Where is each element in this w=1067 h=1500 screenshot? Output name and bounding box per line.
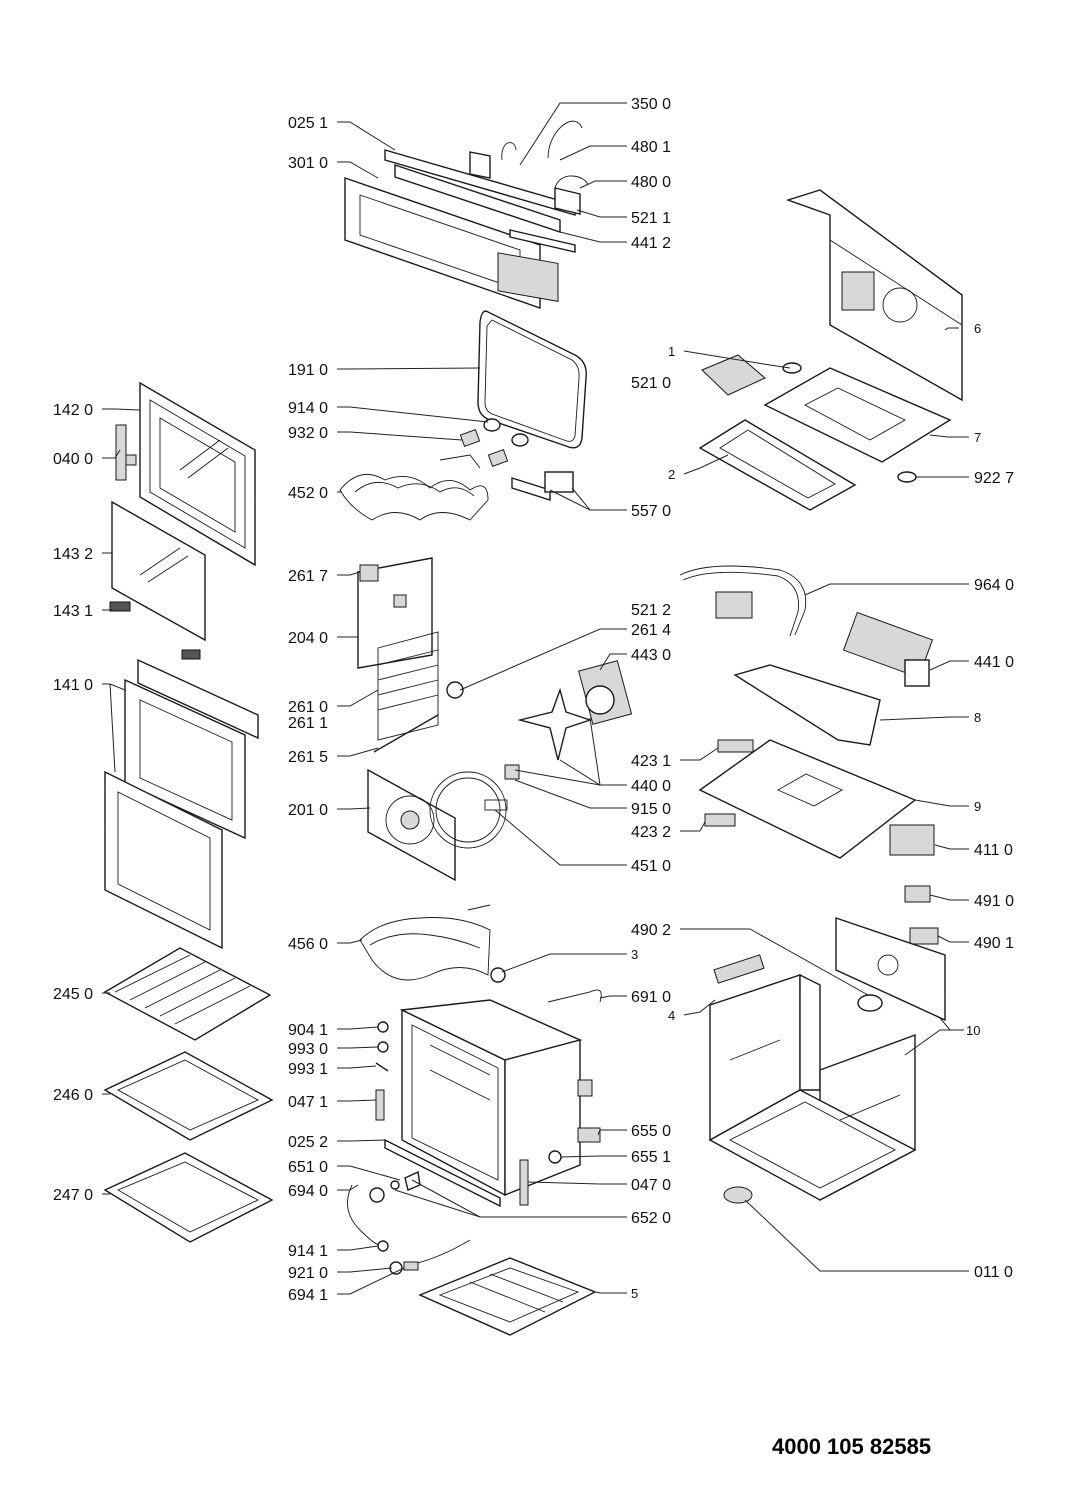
callout-915-0: 915 0 [631, 801, 671, 818]
wire-shelf-drawing [103, 947, 272, 1041]
callout-652-0: 652 0 [631, 1210, 671, 1227]
callout-4: 4 [668, 1008, 675, 1023]
sensor-bracket-drawing [511, 471, 574, 501]
callout-440-0: 440 0 [631, 778, 671, 795]
control-panel-drawing [344, 120, 589, 309]
callout-441-2: 441 2 [631, 235, 671, 252]
callout-521-1: 521 1 [631, 210, 671, 227]
deep-tray-drawing [103, 1152, 274, 1243]
callout-7: 7 [974, 430, 981, 445]
control-board-drawing [698, 354, 952, 511]
callout-521-0: 521 0 [631, 375, 671, 392]
callout-047-0: 047 0 [631, 1177, 671, 1194]
oven-cavity-drawing [375, 999, 593, 1208]
fan-motor-drawing [429, 660, 633, 849]
callout-261-4: 261 4 [631, 622, 671, 639]
callout-691-0: 691 0 [631, 989, 671, 1006]
door-frame-drawing [115, 381, 256, 567]
callout-993-1: 993 1 [288, 1061, 328, 1078]
callout-143-1: 143 1 [53, 603, 93, 620]
callout-443-0: 443 0 [631, 647, 671, 664]
door-inner-panels-drawing [104, 658, 259, 950]
callout-451-0: 451 0 [631, 858, 671, 875]
callout-490-2: 490 2 [631, 922, 671, 939]
callout-651-0: 651 0 [288, 1159, 328, 1176]
callout-8: 8 [974, 710, 981, 725]
callout-2: 2 [668, 467, 675, 482]
fan-cover-drawing [357, 557, 456, 882]
top-cover-drawing [785, 189, 963, 402]
callout-557-0: 557 0 [631, 503, 671, 520]
callout-423-2: 423 2 [631, 824, 671, 841]
callout-011-0: 011 0 [974, 1264, 1013, 1281]
callout-261-5: 261 5 [288, 749, 328, 766]
callout-191-0: 191 0 [288, 362, 328, 379]
callout-5: 5 [631, 1286, 638, 1301]
callout-456-0: 456 0 [288, 936, 328, 953]
callout-142-0: 142 0 [53, 402, 93, 419]
callout-labels: 025 1 301 0 350 0 480 1 480 0 521 1 441 … [53, 96, 1014, 1304]
callout-261-7: 261 7 [288, 568, 328, 585]
callout-480-0: 480 0 [631, 174, 671, 191]
callout-480-1: 480 1 [631, 139, 671, 156]
callout-521-2: 521 2 [631, 602, 671, 619]
callout-993-0: 993 0 [288, 1041, 328, 1058]
document-number: 4000 105 82585 [772, 1434, 932, 1459]
inner-glass-drawing [109, 500, 206, 660]
callout-245-0: 245 0 [53, 986, 93, 1003]
callout-922-7: 922 7 [974, 470, 1014, 487]
callout-914-1: 914 1 [288, 1243, 328, 1260]
module-drawings [713, 885, 946, 1022]
callout-204-0: 204 0 [288, 630, 328, 647]
callout-441-0: 441 0 [974, 654, 1014, 671]
outer-casing-drawing [708, 973, 917, 1202]
callout-964-0: 964 0 [974, 577, 1014, 594]
callout-047-1: 047 1 [288, 1094, 328, 1111]
callout-921-0: 921 0 [288, 1265, 328, 1282]
callout-490-1: 490 1 [974, 935, 1014, 952]
callout-025-2: 025 2 [288, 1134, 328, 1151]
callout-1: 1 [668, 344, 675, 359]
part-drawings [103, 120, 963, 1336]
callout-655-1: 655 1 [631, 1149, 671, 1166]
callout-247-0: 247 0 [53, 1187, 93, 1204]
callout-9: 9 [974, 799, 981, 814]
door-gasket-drawing [477, 310, 587, 449]
callout-904-1: 904 1 [288, 1022, 328, 1039]
bottom-element-drawing [359, 904, 491, 981]
callout-694-1: 694 1 [288, 1287, 328, 1304]
shallow-tray-drawing [103, 1051, 274, 1141]
callout-452-0: 452 0 [288, 485, 328, 502]
callout-141-0: 141 0 [53, 677, 93, 694]
callout-10: 10 [966, 1023, 980, 1038]
callout-301-0: 301 0 [288, 155, 328, 172]
callout-6: 6 [974, 321, 981, 336]
cooling-duct-drawing [679, 565, 935, 859]
callout-655-0: 655 0 [631, 1123, 671, 1140]
callout-246-0: 246 0 [53, 1087, 93, 1104]
callout-025-1: 025 1 [288, 115, 328, 132]
callout-694-0: 694 0 [288, 1183, 328, 1200]
callout-491-0: 491 0 [974, 893, 1014, 910]
leader-lines [102, 102, 969, 1295]
callout-261-1: 261 1 [288, 715, 328, 732]
callout-040-0: 040 0 [53, 451, 93, 468]
callout-423-1: 423 1 [631, 753, 671, 770]
grill-element-drawing [339, 418, 529, 521]
bottom-cover-drawing [418, 1257, 597, 1336]
callout-914-0: 914 0 [288, 400, 328, 417]
callout-201-0: 201 0 [288, 802, 328, 819]
callout-3: 3 [631, 947, 638, 962]
foot-drawing [723, 1186, 753, 1204]
callout-143-2: 143 2 [53, 546, 93, 563]
callout-350-0: 350 0 [631, 96, 671, 113]
callout-261-0: 261 0 [288, 699, 328, 716]
callout-932-0: 932 0 [288, 425, 328, 442]
callout-411-0: 411 0 [974, 842, 1013, 859]
